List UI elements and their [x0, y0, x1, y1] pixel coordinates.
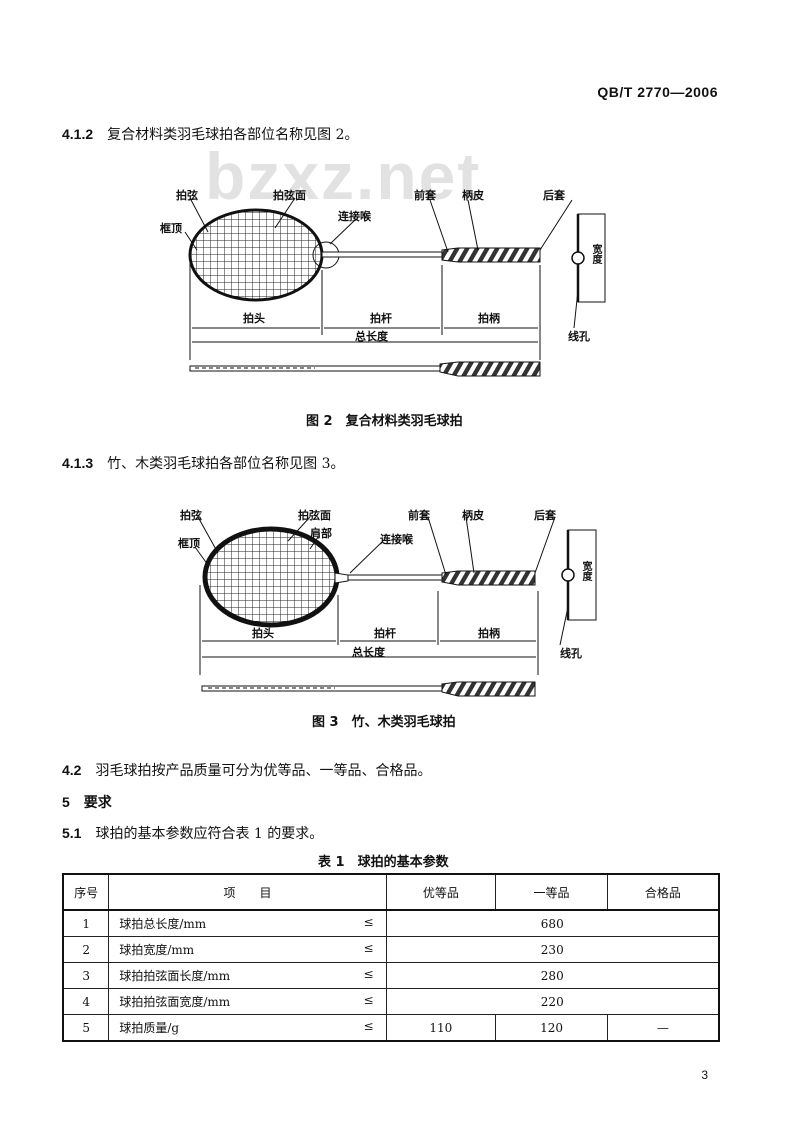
item-text: 球拍拍弦面长度/mm: [119, 969, 231, 983]
cell-item: 球拍质量/g ≤: [108, 1014, 387, 1042]
section-number: 4.1.2: [62, 126, 94, 142]
cell-value: 230: [385, 936, 720, 963]
section-4-2: 4.2 羽毛球拍按产品质量可分为优等品、一等品、合格品。: [62, 760, 431, 780]
operator: ≤: [363, 967, 374, 981]
cell-item: 球拍拍弦面宽度/mm ≤: [108, 988, 387, 1015]
figure-3-caption: 图 3 竹、木类羽毛球拍: [312, 715, 456, 730]
section-4-1-2: 4.1.2 复合材料类羽毛球拍各部位名称见图 2。: [62, 124, 359, 144]
table-row: 4 球拍拍弦面宽度/mm ≤ 220: [62, 988, 720, 1015]
header-qualified: 合格品: [606, 873, 720, 911]
cell-no: 5: [62, 1014, 110, 1042]
label-frame-top: 框顶: [160, 222, 182, 235]
figure-3: 拍弦 拍弦面 框顶 肩部 连接喉 前套 柄皮 后套 拍头 拍杆 拍柄 总长度 宽…: [0, 495, 800, 735]
label-width: 宽度: [590, 244, 601, 264]
section-text: 复合材料类羽毛球拍各部位名称见图 2。: [107, 127, 359, 143]
racket-shaft: [321, 251, 443, 258]
racket-head: [188, 208, 324, 302]
cell-no: 1: [62, 909, 110, 937]
label-handle: 拍柄: [478, 312, 500, 325]
label-string-hole: 线孔: [568, 330, 590, 343]
page-number: 3: [701, 1068, 708, 1082]
section-text: 羽毛球拍按产品质量可分为优等品、一等品、合格品。: [95, 763, 432, 779]
cell-no: 4: [62, 988, 110, 1015]
figure-2: 拍弦 拍弦面 框顶 连接喉 前套 柄皮 后套 拍头 拍杆 拍柄 总长度 宽度 线…: [0, 170, 800, 440]
racket-handle: [441, 570, 536, 586]
operator: ≤: [363, 1019, 374, 1033]
section-4-1-3: 4.1.3 竹、木类羽毛球拍各部位名称见图 3。: [62, 453, 345, 473]
cell-no: 3: [62, 962, 110, 989]
section-5-1: 5.1 球拍的基本参数应符合表 1 的要求。: [62, 823, 323, 843]
section-5: 5 要求: [62, 792, 112, 812]
section-text: 球拍的基本参数应符合表 1 的要求。: [95, 826, 324, 842]
item-text: 球拍质量/g: [119, 1021, 180, 1035]
label-total-length: 总长度: [355, 330, 388, 343]
label-shoulder: 肩部: [310, 527, 332, 540]
operator: ≤: [363, 993, 374, 1007]
label-throat: 连接喉: [380, 533, 413, 546]
figure-2-caption: 图 2 复合材料类羽毛球拍: [306, 414, 463, 429]
label-grip-leather: 柄皮: [462, 189, 484, 202]
watermark: bzxz.net: [205, 139, 482, 213]
label-shaft: 拍杆: [374, 627, 396, 640]
label-string-hole: 线孔: [560, 647, 582, 660]
table-1: 序号 项 目 优等品 一等品 合格品 1 球拍总长度/mm ≤ 680 2 球拍宽…: [62, 873, 720, 1042]
label-grip-leather: 柄皮: [462, 509, 484, 522]
label-handle: 拍柄: [478, 627, 500, 640]
cell-first: 120: [495, 1014, 608, 1042]
section-number: 5.1: [62, 825, 82, 841]
label-string-face: 拍弦面: [273, 189, 306, 202]
cell-value: 220: [385, 988, 720, 1015]
table-row: 5 球拍质量/g ≤ 110 120 —: [62, 1014, 720, 1042]
cell-item: 球拍拍弦面长度/mm ≤: [108, 962, 387, 989]
section-number: 5: [62, 794, 70, 810]
table-1-caption: 表 1 球拍的基本参数: [318, 855, 449, 870]
cell-item: 球拍宽度/mm ≤: [108, 936, 387, 963]
section-number: 4.1.3: [62, 455, 94, 471]
item-text: 球拍拍弦面宽度/mm: [119, 995, 231, 1009]
cell-item: 球拍总长度/mm ≤: [108, 909, 387, 937]
item-text: 球拍总长度/mm: [119, 917, 207, 931]
table-row: 1 球拍总长度/mm ≤ 680: [62, 909, 720, 937]
label-head: 拍头: [243, 312, 265, 325]
label-front-cap: 前套: [414, 189, 436, 202]
cell-qualified: —: [606, 1014, 720, 1042]
item-text: 球拍宽度/mm: [119, 943, 195, 957]
label-total-length: 总长度: [352, 646, 385, 659]
section-text: 要求: [83, 795, 112, 811]
table-row: 2 球拍宽度/mm ≤ 230: [62, 936, 720, 963]
racket-handle: [441, 247, 541, 263]
label-width: 宽度: [580, 561, 591, 581]
header-no: 序号: [62, 873, 110, 911]
cell-no: 2: [62, 936, 110, 963]
section-number: 4.2: [62, 762, 82, 778]
table-header-row: 序号 项 目 优等品 一等品 合格品: [62, 873, 720, 911]
label-head: 拍头: [252, 627, 274, 640]
label-shaft: 拍杆: [370, 312, 392, 325]
racket-shaft: [347, 574, 443, 581]
cell-superior: 110: [385, 1014, 497, 1042]
standard-code: QB/T 2770—2006: [597, 84, 718, 100]
label-string: 拍弦: [180, 509, 202, 522]
figure-3-drawing: [194, 516, 597, 697]
header-item: 项 目: [108, 873, 387, 911]
table-row: 3 球拍拍弦面长度/mm ≤ 280: [62, 962, 720, 989]
operator: ≤: [363, 915, 374, 929]
cell-value: 680: [385, 909, 720, 937]
operator: ≤: [363, 941, 374, 955]
racket-head: [202, 526, 340, 628]
label-string: 拍弦: [176, 189, 198, 202]
header-superior: 优等品: [385, 873, 497, 911]
label-rear-cap: 后套: [543, 189, 565, 202]
header-first: 一等品: [495, 873, 608, 911]
section-text: 竹、木类羽毛球拍各部位名称见图 3。: [107, 456, 345, 472]
label-throat: 连接喉: [338, 210, 371, 223]
figure-2-drawing: [184, 197, 606, 377]
label-front-cap: 前套: [408, 509, 430, 522]
label-rear-cap: 后套: [534, 509, 556, 522]
label-frame-top: 框顶: [178, 537, 200, 550]
cell-value: 280: [385, 962, 720, 989]
label-string-face: 拍弦面: [298, 509, 331, 522]
